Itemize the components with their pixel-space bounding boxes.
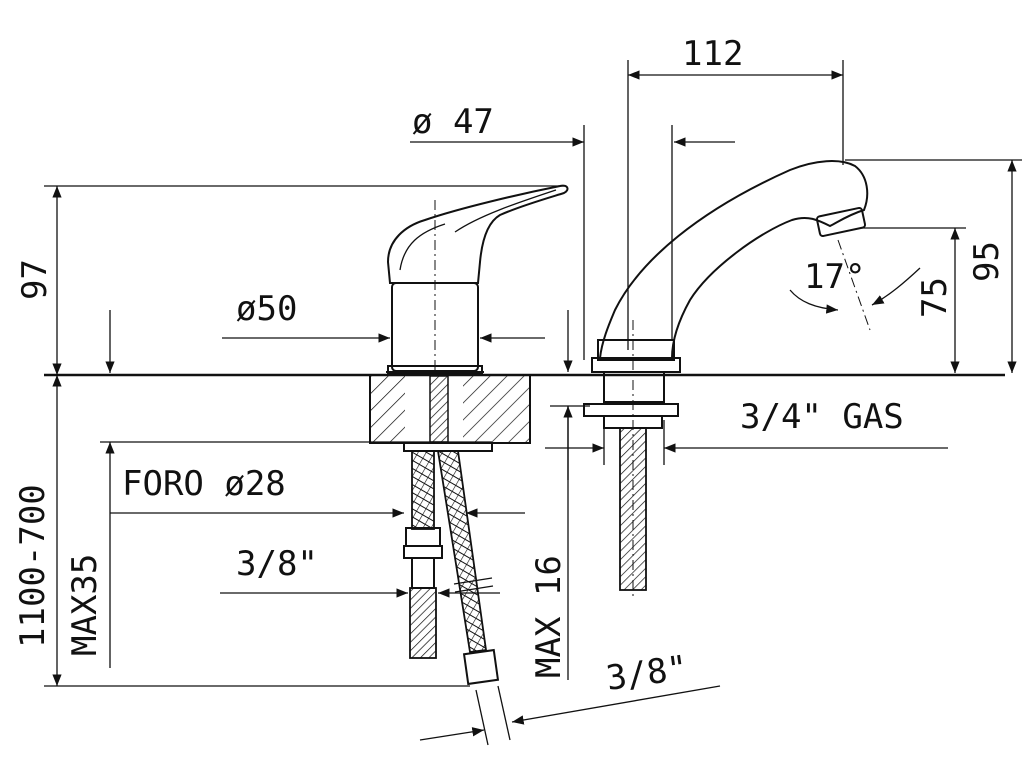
label-hose-thread-right: 3/8": [604, 648, 691, 699]
hose-right: [436, 450, 500, 686]
mixer-lever: [386, 184, 569, 284]
label-top-width: 112: [682, 34, 743, 74]
label-hose-thread-left: 3/8": [236, 544, 318, 584]
spout-unit: [583, 160, 871, 600]
dimension-lines: [44, 60, 1022, 746]
mixer-lock-plate: [403, 442, 493, 452]
mixer-unit: [369, 184, 569, 686]
label-spout-angle: 17°: [804, 257, 865, 297]
dimension-labels: 112 ø 47 ø50 97 95 75 17° 3/4" GAS FORO …: [13, 34, 1007, 699]
label-hose-length: 1100-700: [13, 484, 53, 648]
label-body-diameter: ø50: [236, 289, 297, 329]
spout-collar: [597, 339, 675, 361]
label-mixer-height: 97: [15, 259, 55, 300]
spout-body: [598, 160, 869, 359]
label-mixer-max-thickness: MAX35: [65, 554, 105, 656]
label-spout-height: 95: [967, 241, 1007, 282]
label-hole-diameter: FORO ø28: [122, 464, 286, 504]
label-spout-max-thickness: MAX 16: [529, 555, 569, 678]
label-spout-diameter: ø 47: [412, 102, 494, 142]
hose-left: [403, 450, 443, 659]
label-spout-outlet-height: 75: [915, 277, 955, 318]
spout-flange: [583, 403, 679, 417]
label-spout-thread: 3/4" GAS: [740, 397, 904, 437]
